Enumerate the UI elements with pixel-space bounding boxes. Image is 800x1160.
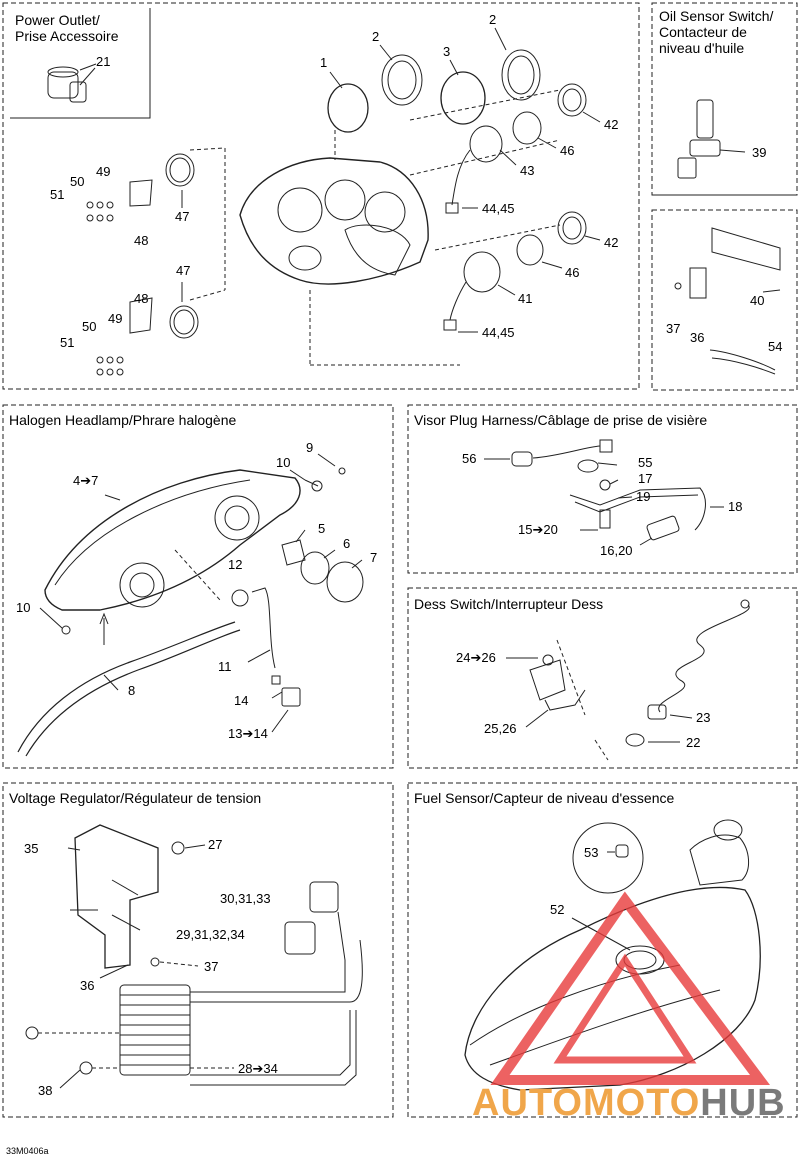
headlamp-title: Halogen Headlamp/Phrare halogène (9, 412, 237, 428)
callout-52: 52 (550, 902, 565, 917)
callout-37v: 37 (204, 959, 219, 974)
callout-36a: 36 (690, 330, 705, 345)
callout-40: 40 (750, 293, 765, 308)
callout-19: 19 (636, 489, 651, 504)
visor-title: Visor Plug Harness/Câblage de prise de v… (414, 412, 708, 428)
callout-6: 6 (343, 536, 351, 551)
callout-10a: 10 (276, 455, 291, 470)
callout-48a: 48 (134, 233, 149, 248)
callout-1: 1 (320, 55, 328, 70)
callout-35: 35 (24, 841, 39, 856)
fuel-title: Fuel Sensor/Capteur de niveau d'essence (414, 790, 675, 806)
watermark-hub: HUB (700, 1082, 786, 1124)
callout-42b: 42 (604, 235, 619, 250)
callout-17: 17 (638, 471, 653, 486)
callout-50a: 50 (70, 174, 85, 189)
callout-44-45a: 44,45 (482, 201, 515, 216)
callout-47a: 47 (175, 209, 190, 224)
panel-headlamp-border (2, 404, 394, 769)
callout-15-20: 15➔20 (518, 522, 558, 537)
callout-49a: 49 (96, 164, 111, 179)
power-outlet-title-line2: Prise Accessoire (15, 28, 119, 44)
callout-4-7: 4➔7 (73, 473, 99, 488)
callout-44-45b: 44,45 (482, 325, 515, 340)
callout-5: 5 (318, 521, 326, 536)
callout-23: 23 (696, 710, 711, 725)
callout-37: 37 (666, 321, 681, 336)
callout-48b: 48 (134, 291, 149, 306)
callout-55: 55 (638, 455, 653, 470)
callout-24-26: 24➔26 (456, 650, 496, 665)
callout-25-26: 25,26 (484, 721, 517, 736)
callout-47b: 47 (176, 263, 191, 278)
callout-41: 41 (518, 291, 533, 306)
callout-42a: 42 (604, 117, 619, 132)
callout-22: 22 (686, 735, 701, 750)
callout-56: 56 (462, 451, 477, 466)
oil-sensor-title-line3: niveau d'huile (659, 40, 745, 56)
callout-30-31-33: 30,31,33 (220, 891, 271, 906)
callout-2a: 2 (372, 29, 380, 44)
callout-14: 14 (234, 693, 249, 708)
panel-dess-border (407, 587, 798, 769)
power-outlet-title-line1: Power Outlet/ (15, 12, 100, 28)
callout-18: 18 (728, 499, 743, 514)
callout-11: 11 (218, 659, 232, 674)
callout-2b: 2 (489, 12, 497, 27)
callout-46a: 46 (560, 143, 575, 158)
callout-36v: 36 (80, 978, 95, 993)
callout-16-20: 16,20 (600, 543, 633, 558)
watermark-moto: MOTO (582, 1082, 701, 1124)
callout-13-14: 13➔14 (228, 726, 268, 741)
callout-21: 21 (96, 54, 111, 69)
watermark-triangle (490, 891, 770, 1085)
callout-43: 43 (520, 163, 535, 178)
callout-46b: 46 (565, 265, 580, 280)
voltage-title: Voltage Regulator/Régulateur de tension (9, 790, 262, 806)
panel-main-border (2, 2, 640, 390)
callout-50b: 50 (82, 319, 97, 334)
oil-sensor-title-line2: Contacteur de (659, 24, 747, 40)
panel-fuel-border (407, 782, 798, 1118)
watermark-logo: AUTOMOTOHUB (472, 1082, 786, 1125)
callout-39: 39 (752, 145, 767, 160)
callout-8: 8 (128, 683, 136, 698)
drawing-code: 33M0406a (6, 1146, 49, 1156)
callout-7: 7 (370, 550, 378, 565)
callout-38: 38 (38, 1083, 53, 1098)
callout-53: 53 (584, 845, 599, 860)
callout-28-34: 28➔34 (238, 1061, 278, 1076)
callout-3: 3 (443, 44, 451, 59)
callout-51a: 51 (50, 187, 65, 202)
callout-12: 12 (228, 557, 243, 572)
panel-voltage-border (2, 782, 394, 1118)
panel-visor-border (407, 404, 798, 574)
callout-10b: 10 (16, 600, 31, 615)
callout-54: 54 (768, 339, 783, 354)
oil-sensor-title-line1: Oil Sensor Switch/ (659, 8, 774, 24)
panel-hardware-border (651, 209, 798, 391)
callout-29-31-32-34: 29,31,32,34 (176, 927, 245, 942)
watermark-auto: AUTO (472, 1082, 583, 1124)
dess-title: Dess Switch/Interrupteur Dess (414, 596, 604, 612)
callout-49b: 49 (108, 311, 123, 326)
callout-27: 27 (208, 837, 223, 852)
callout-51b: 51 (60, 335, 75, 350)
callout-9: 9 (306, 440, 314, 455)
